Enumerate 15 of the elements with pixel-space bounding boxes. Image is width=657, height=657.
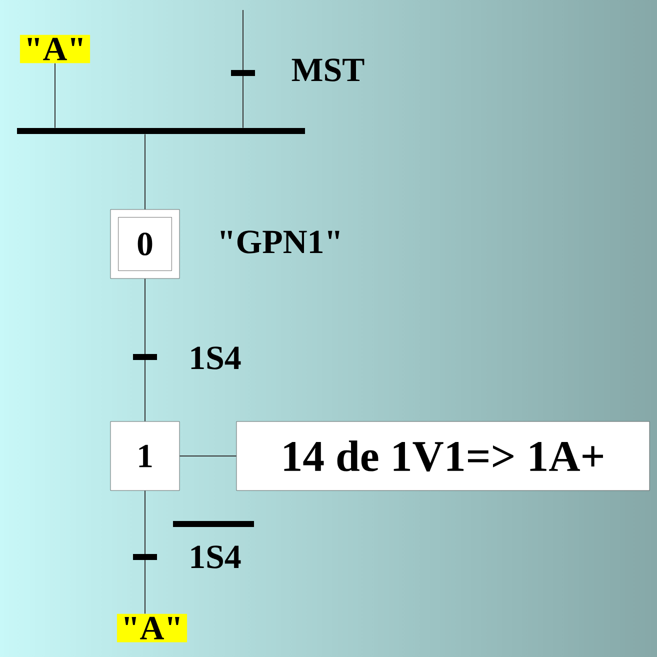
transition-label: 1S4 bbox=[191, 546, 241, 568]
transition-label: 1S4 bbox=[191, 346, 241, 370]
connector-line bbox=[144, 134, 146, 210]
step-box: 1 bbox=[110, 421, 180, 491]
connector-line bbox=[242, 10, 244, 128]
connector-line bbox=[144, 278, 146, 422]
step-name: "GPN1" bbox=[220, 230, 340, 254]
tag-label: "A" bbox=[20, 34, 90, 64]
synchronization-bar bbox=[17, 128, 305, 134]
initial-step-box: 0 bbox=[110, 209, 180, 279]
action-box: 14 de 1V1=> 1A+ bbox=[236, 421, 650, 491]
transition-label: MST bbox=[292, 58, 364, 82]
connector-line bbox=[144, 490, 146, 614]
connector-line bbox=[54, 62, 56, 128]
tag-label: "A" bbox=[116, 614, 188, 642]
